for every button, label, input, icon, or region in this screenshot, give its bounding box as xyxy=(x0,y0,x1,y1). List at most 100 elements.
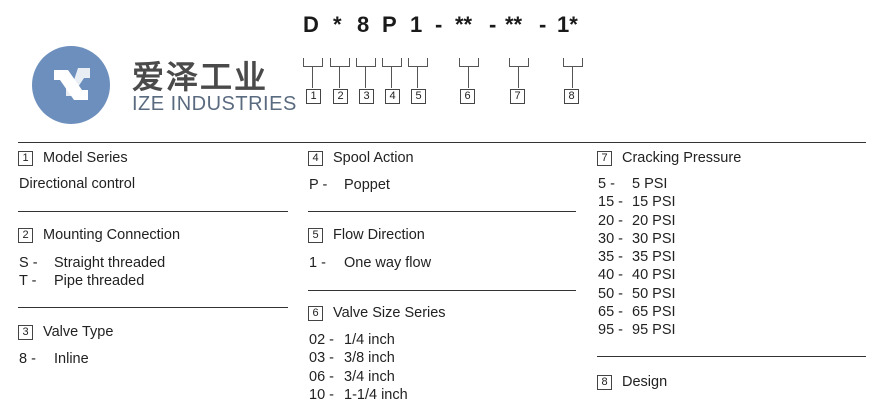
section-title-valve-type: 3 Valve Type xyxy=(18,324,113,340)
option-label: 30 PSI xyxy=(632,230,676,247)
option-code: 40 - xyxy=(598,267,623,284)
section-number-box: 2 xyxy=(18,228,33,243)
code-segment: ** xyxy=(505,12,523,37)
option-row: 03 -3/8 inch xyxy=(309,349,408,367)
model-code: D * 8 P 1 - ** - ** - 1* xyxy=(0,12,880,42)
option-label: 5 PSI xyxy=(632,176,668,192)
option-label: One way flow xyxy=(344,255,432,271)
model-series-description: Directional control xyxy=(19,176,136,192)
option-code: 35 - xyxy=(598,249,623,266)
position-number-box: 3 xyxy=(359,89,374,104)
option-row: S -Straight threaded xyxy=(19,254,165,272)
section-number-box: 1 xyxy=(18,151,33,166)
code-bracket xyxy=(303,58,323,67)
company-logo-mark xyxy=(32,46,110,124)
company-name-chinese: 爱泽工业 xyxy=(132,58,269,96)
option-row: 02 - 1/4 inch xyxy=(309,331,408,349)
section-title-text: Spool Action xyxy=(333,150,414,166)
code-connector xyxy=(572,66,573,88)
option-label: 20 PSI xyxy=(632,212,676,229)
code-segment: 1* xyxy=(557,12,578,37)
option-row: 65 -65 PSI xyxy=(598,303,676,321)
option-label: 15 PSI xyxy=(632,194,676,211)
option-row: 5 - 5 PSI xyxy=(598,175,676,193)
option-row: P - Poppet xyxy=(309,176,390,194)
option-row: 06 -3/4 inch xyxy=(309,368,408,386)
option-code: 65 - xyxy=(598,304,623,321)
option-code: 30 - xyxy=(598,230,623,247)
valve-type-options: 8 -Inline xyxy=(19,350,89,368)
code-segment: 8 xyxy=(357,12,370,37)
code-connector xyxy=(312,66,313,88)
code-separator: - xyxy=(489,12,497,37)
section-title-valve-size-series: 6 Valve Size Series xyxy=(308,305,446,321)
option-label: 35 PSI xyxy=(632,249,676,266)
company-name-english: IZE INDUSTRIES xyxy=(132,93,297,115)
section-number-box: 7 xyxy=(597,151,612,166)
section-number-box: 6 xyxy=(308,306,323,321)
section-title-text: Valve Size Series xyxy=(333,305,446,321)
section-number-box: 4 xyxy=(308,151,323,166)
code-separator: - xyxy=(539,12,547,37)
code-bracket xyxy=(459,58,479,67)
position-number-box: 8 xyxy=(564,89,579,104)
option-code: 10 - xyxy=(309,386,334,403)
option-code: 95 - xyxy=(598,322,623,339)
code-connector xyxy=(339,66,340,88)
option-code: P - xyxy=(309,177,328,193)
option-code: 1 - xyxy=(309,255,326,271)
code-connector xyxy=(468,66,469,88)
position-number-box: 1 xyxy=(306,89,321,104)
logo-symbol-icon xyxy=(54,68,90,100)
spool-action-options: P - Poppet xyxy=(309,176,390,194)
option-label: Poppet xyxy=(344,177,390,193)
section-title-spool-action: 4 Spool Action xyxy=(308,150,414,166)
option-code: T - xyxy=(19,273,37,290)
code-bracket xyxy=(330,58,350,67)
section-divider xyxy=(597,356,866,357)
option-label: 1/4 inch xyxy=(344,332,395,348)
section-title-text: Model Series xyxy=(43,150,128,166)
section-title-text: Cracking Pressure xyxy=(622,150,742,166)
option-code: 5 - xyxy=(598,176,615,192)
code-segment: ** xyxy=(455,12,473,37)
position-number-box: 2 xyxy=(333,89,348,104)
code-segment: 1 xyxy=(410,12,423,37)
option-row: 35 - 35 PSI xyxy=(598,248,676,266)
section-title-text: Flow Direction xyxy=(333,227,425,243)
option-row: 10 -1-1/4 inch xyxy=(309,386,408,404)
option-row: 20 - 20 PSI xyxy=(598,212,676,230)
section-title-model-series: 1 Model Series xyxy=(18,150,128,166)
option-row: 40 -40 PSI xyxy=(598,266,676,284)
option-row: 95 - 95 PSI xyxy=(598,321,676,339)
option-code: 02 - xyxy=(309,332,334,348)
code-connector xyxy=(518,66,519,88)
option-code: 20 - xyxy=(598,212,623,229)
option-row: 8 -Inline xyxy=(19,350,89,368)
code-separator: - xyxy=(435,12,443,37)
code-connector xyxy=(391,66,392,88)
section-divider xyxy=(308,290,576,291)
position-number-box: 5 xyxy=(411,89,426,104)
position-number-box: 7 xyxy=(510,89,525,104)
section-title-text: Design xyxy=(622,374,668,390)
section-divider xyxy=(18,211,288,212)
option-row: 15 -15 PSI xyxy=(598,193,676,211)
code-segment: D xyxy=(303,12,319,37)
position-number-box: 6 xyxy=(460,89,475,104)
code-bracket xyxy=(509,58,529,67)
code-connector xyxy=(365,66,366,88)
section-number-box: 3 xyxy=(18,325,33,340)
section-divider xyxy=(308,211,576,212)
option-row: 1 - One way flow xyxy=(309,254,431,272)
option-label: Pipe threaded xyxy=(54,273,145,290)
valve-size-options: 02 - 1/4 inch 03 -3/8 inch 06 -3/4 inch 1… xyxy=(309,331,408,404)
code-bracket xyxy=(563,58,583,67)
option-label: 95 PSI xyxy=(632,322,676,339)
header-divider xyxy=(18,142,866,143)
code-bracket xyxy=(356,58,376,67)
option-code: S - xyxy=(19,255,38,271)
option-code: 50 - xyxy=(598,285,623,302)
section-title-text: Valve Type xyxy=(43,324,114,340)
